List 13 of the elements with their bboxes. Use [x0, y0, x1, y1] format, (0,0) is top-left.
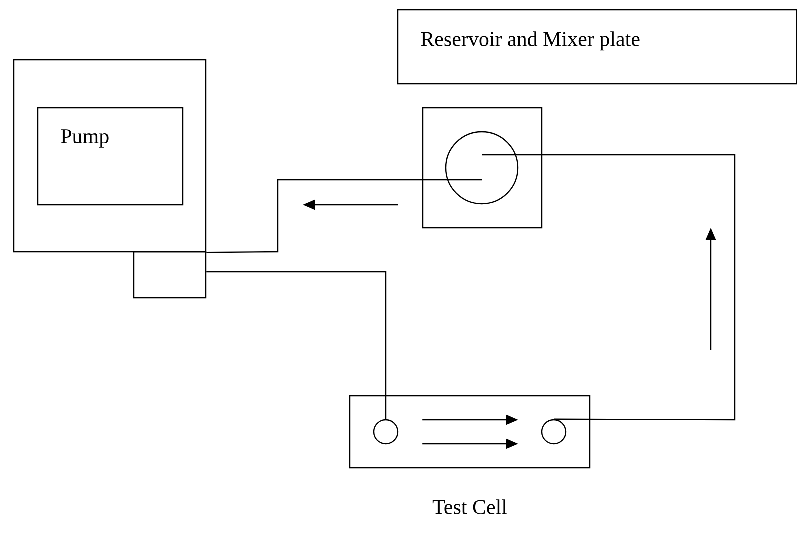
pipe-line	[206, 271, 387, 420]
pipe-line	[482, 154, 736, 421]
pump-outlet-box	[133, 251, 207, 299]
pipe-line	[206, 179, 482, 254]
reservoir-box	[422, 107, 543, 229]
pump-box: Pump	[37, 107, 184, 206]
port-circle	[541, 419, 567, 445]
mixer-circle	[445, 131, 519, 205]
pump-housing	[13, 59, 207, 253]
title-box: Reservoir and Mixer plate	[397, 9, 797, 85]
test-cell-box: Test Cell	[349, 395, 591, 514]
port-circle	[373, 419, 399, 445]
node-label: Test Cell	[432, 500, 508, 514]
